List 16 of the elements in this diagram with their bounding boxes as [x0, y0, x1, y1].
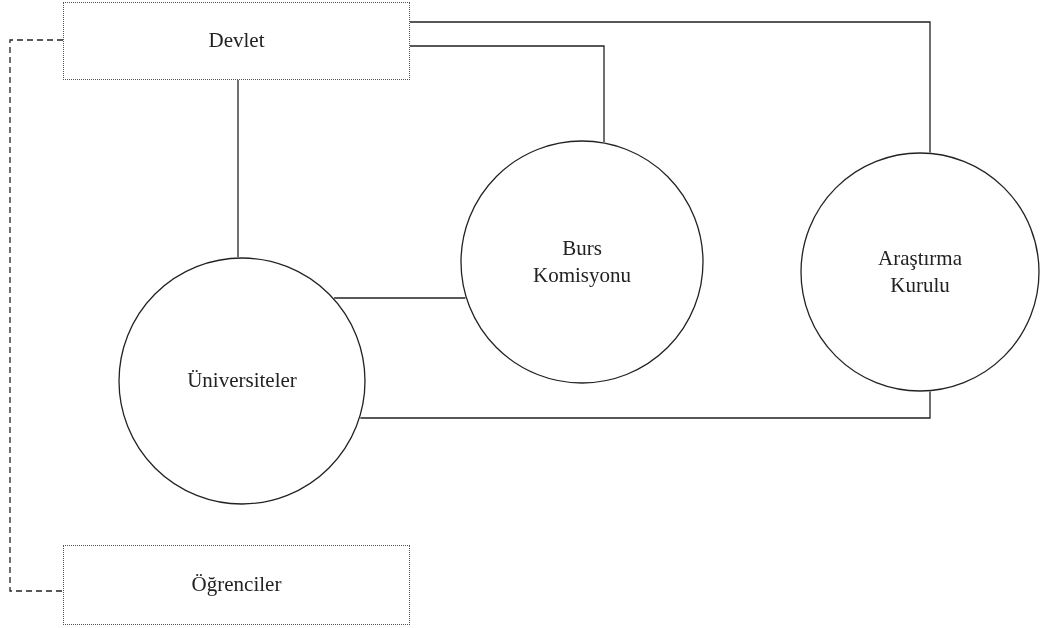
node-label: Üniversiteler	[187, 367, 297, 395]
circle-node	[800, 152, 1040, 392]
node-label: Öğrenciler	[191, 571, 282, 599]
dotted-box-node	[63, 2, 410, 80]
dotted-box-node	[63, 545, 410, 625]
connector-line	[333, 297, 467, 299]
connector-line	[237, 79, 239, 258]
connector-line	[409, 21, 931, 154]
node-label: Devlet	[208, 27, 265, 55]
node-label: Burs Komisyonu	[532, 234, 632, 289]
circle-node	[118, 257, 366, 505]
connector-line	[409, 45, 605, 143]
connector-line	[359, 390, 931, 419]
node-label: Araştırma Kurulu	[877, 244, 963, 299]
circle-node	[460, 140, 704, 384]
dashed-connector-line	[9, 39, 64, 592]
